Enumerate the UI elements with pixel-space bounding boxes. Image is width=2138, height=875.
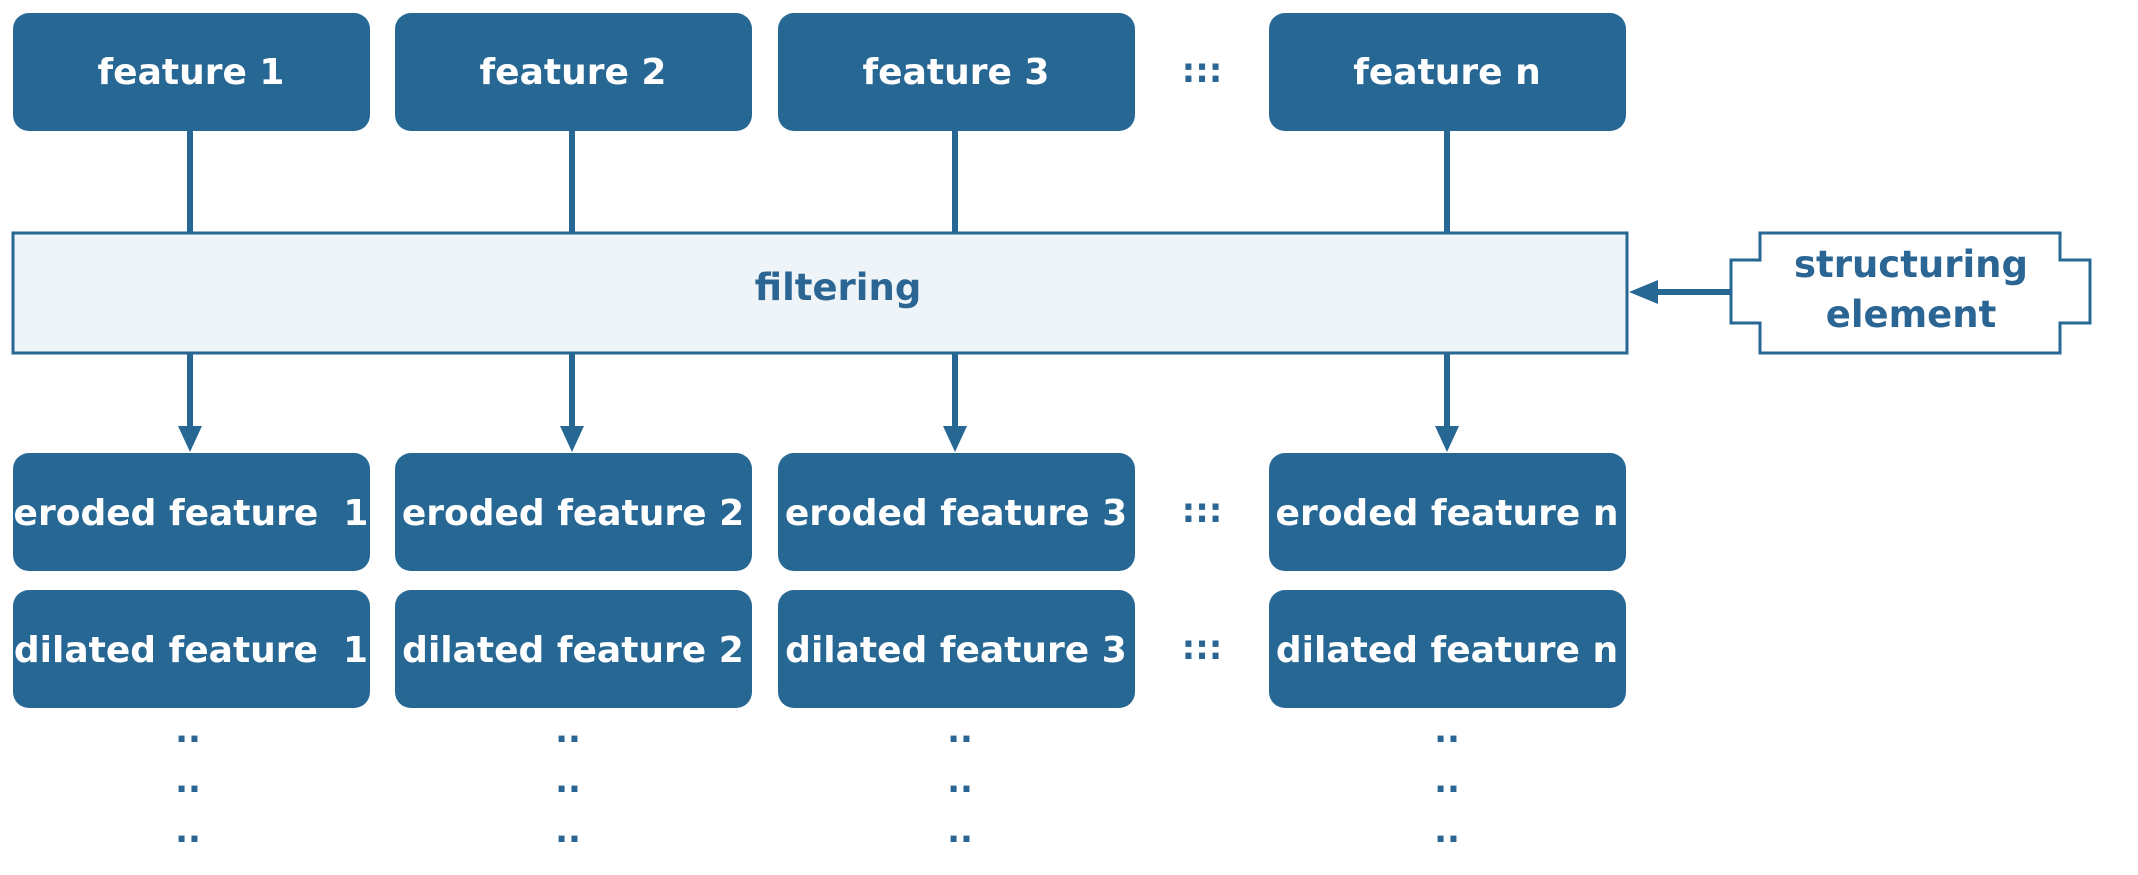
dilated-row-ellipsis: ::: (1182, 628, 1223, 668)
eroded-label-3: eroded feature 3 (785, 493, 1127, 534)
continuation-col1-c: .. (175, 811, 201, 851)
dilated-box-2 (395, 590, 752, 708)
eroded-box-2 (395, 453, 752, 571)
eroded-box-n (1269, 453, 1626, 571)
eroded-label-n: eroded feature n (1276, 493, 1619, 534)
continuation-col2-b: .. (555, 761, 581, 801)
filtering-label: filtering (755, 266, 922, 309)
continuation-coln-a: .. (1434, 711, 1460, 751)
continuation-col3-b: .. (947, 761, 973, 801)
feature-label-1: feature 1 (98, 52, 285, 93)
eroded-box-1 (13, 453, 370, 571)
eroded-row-ellipsis: ::: (1182, 491, 1223, 531)
filtering-block: filtering (11, 231, 1629, 355)
feature-row: feature 1 feature 2 feature 3 ::: featur… (13, 13, 1626, 131)
dilated-label-1: dilated feature 1 (14, 630, 368, 671)
continuation-col3-a: .. (947, 711, 973, 751)
feature-box-1 (13, 13, 370, 131)
feature-box-n (1269, 13, 1626, 131)
continuation-col2-c: .. (555, 811, 581, 851)
dilated-box-1 (13, 590, 370, 708)
continuation-col1-b: .. (175, 761, 201, 801)
eroded-row: eroded feature 1 eroded feature 2 eroded… (13, 453, 1626, 571)
continuation-coln-c: .. (1434, 811, 1460, 851)
arrowhead-output-2 (560, 426, 584, 452)
feature-row-ellipsis: ::: (1182, 51, 1223, 91)
dilated-box-3 (778, 590, 1135, 708)
arrowhead-output-3 (943, 426, 967, 452)
continuation-col1-a: .. (175, 711, 201, 751)
feature-label-n: feature n (1353, 52, 1541, 93)
structuring-element-line1: structuring (1794, 243, 2028, 286)
feature-label-2: feature 2 (480, 52, 667, 93)
continuation-col2-a: .. (555, 711, 581, 751)
feature-box-3 (778, 13, 1135, 131)
feature-label-3: feature 3 (863, 52, 1050, 93)
filter-to-output-arrows (178, 353, 1459, 452)
arrowhead-output-n (1435, 426, 1459, 452)
structuring-element-shape (1729, 231, 2092, 355)
eroded-label-1: eroded feature 1 (14, 493, 369, 534)
continuation-col3-c: .. (947, 811, 973, 851)
eroded-label-2: eroded feature 2 (402, 493, 744, 534)
dilated-label-3: dilated feature 3 (785, 630, 1127, 671)
feature-box-2 (395, 13, 752, 131)
dilated-box-n (1269, 590, 1626, 708)
structuring-element-block: structuring element (1629, 231, 2092, 355)
eroded-box-3 (778, 453, 1135, 571)
feature-to-filter-lines (187, 130, 1450, 233)
arrowhead-output-1 (178, 426, 202, 452)
continuation-markers: .. .. .. .. .. .. .. .. .. .. .. .. (175, 711, 1460, 851)
continuation-coln-b: .. (1434, 761, 1460, 801)
structuring-element-arrowhead (1629, 280, 1658, 304)
dilated-row: dilated feature 1 dilated feature 2 dila… (13, 590, 1626, 708)
dilated-label-n: dilated feature n (1276, 630, 1618, 671)
structuring-element-line2: element (1826, 293, 1997, 336)
filtering-box (11, 231, 1629, 355)
dilated-label-2: dilated feature 2 (402, 630, 744, 671)
